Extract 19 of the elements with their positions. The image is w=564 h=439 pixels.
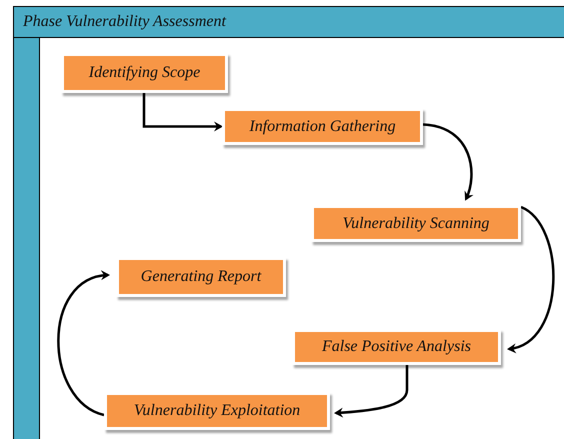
- process-box: [116, 257, 286, 297]
- arrow: [334, 365, 408, 418]
- frame-title: Phase Vulnerability Assessment: [14, 7, 564, 38]
- process-box: [61, 53, 228, 93]
- step-label: Information Gathering: [249, 116, 396, 136]
- process-box: [311, 205, 521, 242]
- arrow: [507, 206, 554, 352]
- arrow: [422, 123, 474, 201]
- process-box: [104, 392, 330, 430]
- step-label: Identifying Scope: [88, 63, 200, 83]
- step-label: Vulnerability Exploitation: [134, 401, 300, 421]
- phase-frame: [13, 6, 564, 439]
- arrow: [142, 93, 223, 132]
- step-label: False Positive Analysis: [322, 337, 471, 357]
- step-label: Generating Report: [140, 267, 262, 287]
- process-box: [222, 108, 423, 145]
- step-label: Vulnerability Scanning: [342, 214, 490, 234]
- process-box: [292, 329, 501, 365]
- arrow: [57, 271, 110, 416]
